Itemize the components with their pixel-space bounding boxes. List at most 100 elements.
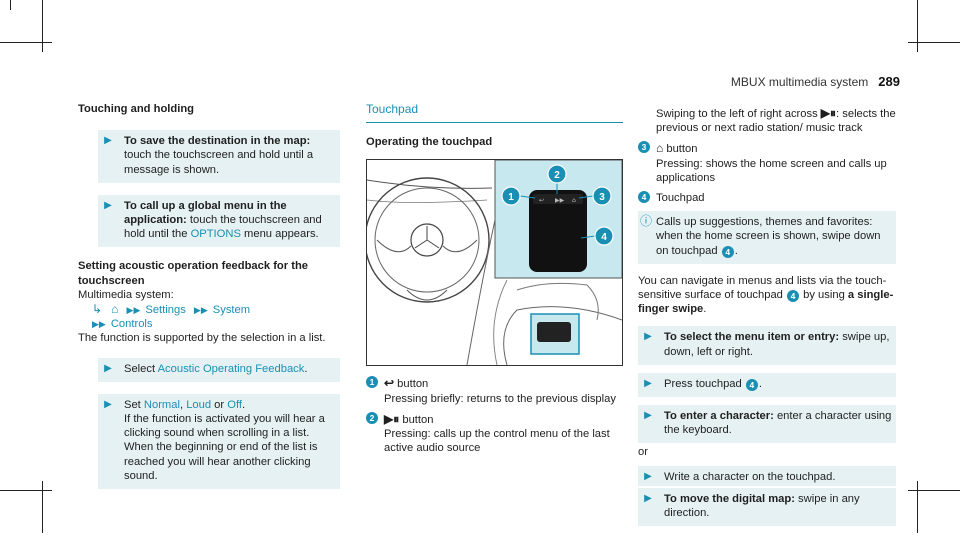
info-note: ⓘ Calls up suggestions, themes and favor… <box>638 211 896 264</box>
svg-text:↩: ↩ <box>539 197 544 204</box>
legend-item-1: 1 ↩ button Pressing briefly: returns to … <box>366 376 623 405</box>
callout-number: 4 <box>787 290 800 303</box>
step-text: enter a character using the keyboard. <box>664 410 892 437</box>
step-text: swipe up, down, left or right. <box>664 331 890 358</box>
body-text-bold: a single-finger swipe <box>638 289 894 316</box>
step-text: touch the touchscreen and hold until the <box>124 214 322 241</box>
skip-button-icon: ▶⏸ <box>384 411 400 426</box>
step-arrow-icon: ▶ <box>644 410 652 422</box>
step-text: Write a character on the touchpad. <box>664 470 836 483</box>
legend-text: Pressing: shows the home screen and call… <box>656 157 887 184</box>
step-arrow-icon: ▶ <box>104 362 112 374</box>
menu-path-line: ▶▶ Controls <box>78 317 340 331</box>
swipe-text: Swiping to the left of right across ▶⏸: … <box>638 106 896 135</box>
instruction-step: ▶ Select Acoustic Operating Feedback. <box>98 357 340 382</box>
crop-mark <box>0 490 52 491</box>
body-text: : selects the previous or next radio sta… <box>656 108 896 135</box>
step-text: touch the touchscreen and hold until a m… <box>124 149 314 176</box>
step-arrow-icon: ▶ <box>104 199 112 211</box>
page-number: 289 <box>878 74 900 89</box>
instruction-step: ▶ To enter a character: enter a characte… <box>638 405 896 444</box>
subheading: Setting acoustic operation feedback for … <box>78 260 309 287</box>
column-middle: Touchpad Operating the touchpad ↩ ▶▶ ⌂ <box>364 102 623 461</box>
step-text: swipe in any direction. <box>664 492 860 520</box>
step-text: . <box>241 398 246 411</box>
legend-item-3: 3 ⌂ button Pressing: shows the home scre… <box>638 141 896 185</box>
step-text: Press touchpad <box>664 377 745 390</box>
svg-text:▶▶: ▶▶ <box>555 197 565 204</box>
acoustic-feedback-link[interactable]: Acoustic Operating Feedback <box>157 362 305 375</box>
column-right: Swiping to the left of right across ▶⏸: … <box>638 102 896 538</box>
step-text: , <box>179 398 187 411</box>
instruction-step: ▶ To select the menu item or entry: swip… <box>638 326 896 365</box>
section-heading: Operating the touchpad <box>366 136 493 149</box>
column-left: Touching and holding ▶ To save the desti… <box>78 102 340 501</box>
path-item-settings[interactable]: Settings <box>145 304 186 317</box>
legend-label: button <box>394 378 429 391</box>
option-off[interactable]: Off <box>227 398 242 411</box>
callout-number: 2 <box>366 411 378 424</box>
menu-path: Multimedia system: ↳ ⌂ ▶▶Settings ▶▶Syst… <box>78 288 340 332</box>
step-arrow-icon: ▶ <box>644 470 652 482</box>
body-text: by using <box>800 289 848 302</box>
crop-mark <box>917 481 918 533</box>
path-arrow-icon: ↳ <box>92 302 103 317</box>
home-icon[interactable]: ⌂ <box>111 302 119 317</box>
callout-number: 3 <box>638 141 650 154</box>
callout-1: 1 <box>508 192 514 203</box>
body-paragraph: You can navigate in menus and lists via … <box>638 274 896 317</box>
callout-number: 4 <box>721 245 734 258</box>
step-text: Select <box>124 362 158 375</box>
instruction-step: ▶ Write a character on the touchpad. <box>638 465 896 486</box>
home-icon: ⌂ <box>656 141 664 156</box>
cockpit-drawing: ↩ ▶▶ ⌂ 1 2 3 4 <box>364 159 623 366</box>
info-text: . <box>734 244 738 257</box>
instruction-step: ▶ To save the destination in the map: to… <box>98 130 340 183</box>
legend-label: button <box>663 143 698 156</box>
path-item-controls[interactable]: Controls <box>110 318 153 331</box>
back-button-icon: ↩ <box>384 376 395 391</box>
body-text: . <box>703 303 707 316</box>
path-item-system[interactable]: System <box>212 304 251 317</box>
callout-2: 2 <box>554 170 560 181</box>
option-loud[interactable]: Loud <box>186 398 212 411</box>
callout-number: 1 <box>366 376 378 389</box>
callout-number: 4 <box>638 191 650 204</box>
crop-mark <box>917 0 918 52</box>
legend-label: button <box>399 413 434 426</box>
instruction-step: ▶ To move the digital map: swipe in any … <box>638 487 896 527</box>
or-text: or <box>638 446 648 459</box>
skip-button-icon: ▶⏸ <box>820 106 837 120</box>
step-text: Set <box>124 398 144 411</box>
step-title: To save the destination in the map: <box>124 135 311 148</box>
options-menu-link[interactable]: OPTIONS <box>190 228 241 241</box>
crop-mark <box>42 0 43 52</box>
step-arrow-icon: ▶ <box>644 492 652 504</box>
legend-item-2: 2 ▶⏸ button Pressing: calls up the contr… <box>366 411 623 456</box>
note-text: The function is supported by the selecti… <box>78 332 326 345</box>
info-icon: ⓘ <box>640 214 653 229</box>
callout-number: 4 <box>745 378 758 391</box>
step-arrow-icon: ▶ <box>644 331 652 343</box>
step-text: . <box>758 377 762 390</box>
legend-text: Pressing briefly: returns to the previou… <box>384 392 616 405</box>
step-title: To move the digital map: <box>664 492 795 505</box>
legend-text: Pressing: calls up the control menu of t… <box>384 428 610 455</box>
svg-text:⌂: ⌂ <box>572 197 576 204</box>
step-arrow-icon: ▶ <box>104 135 112 147</box>
instruction-step: ▶ Press touchpad 4. <box>638 372 896 398</box>
legend-text: Touchpad <box>656 192 705 205</box>
step-text: . <box>304 362 308 375</box>
option-normal[interactable]: Normal <box>143 398 180 411</box>
step-text: menu appears. <box>240 228 319 241</box>
body-text: Swiping to the left of right across <box>656 108 821 120</box>
path-separator-icon: ▶▶ <box>92 319 106 330</box>
body-text: You can navigate in menus and lists via … <box>638 274 887 302</box>
legend-item-4: 4 Touchpad <box>638 191 896 205</box>
touchpad-title: Touchpad <box>366 102 623 124</box>
step-title: To enter a character: <box>664 410 774 423</box>
step-title: To select the menu item or entry: <box>664 331 840 344</box>
instruction-step: ▶ To call up a global menu in the applic… <box>98 194 340 248</box>
step-arrow-icon: ▶ <box>644 377 652 389</box>
